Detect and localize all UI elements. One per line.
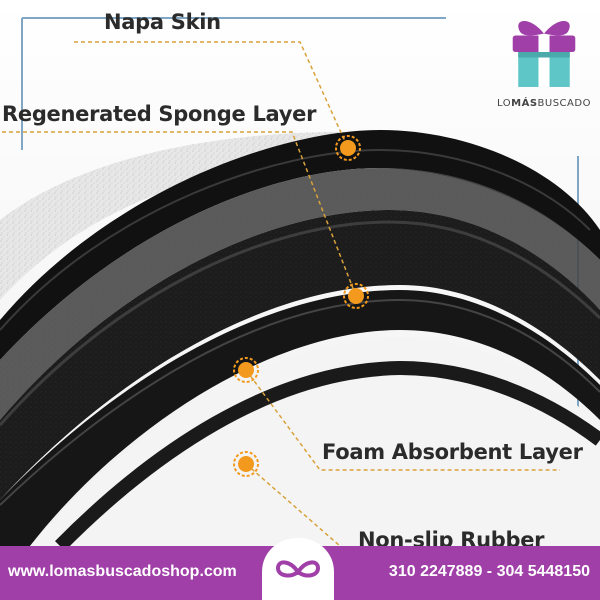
gift-icon [512, 20, 576, 87]
website-link[interactable]: www.lomasbuscadoshop.com [8, 563, 237, 580]
marker-rubber [233, 451, 259, 477]
phone-numbers: 310 2247889 - 304 5448150 [388, 563, 590, 580]
label-regenerated-sponge-layer: Regenerated Sponge Layer [2, 102, 317, 126]
label-napa-skin: Napa Skin [104, 10, 221, 34]
marker-napa [335, 135, 361, 161]
label-foam-absorbent-layer: Foam Absorbent Layer [322, 440, 583, 464]
brand-logo: LOMÁSBUSCADO [488, 6, 600, 118]
marker-foam [233, 357, 259, 383]
marker-sponge [343, 283, 369, 309]
brand-name: LOMÁSBUSCADO [497, 98, 591, 109]
bow-icon [262, 538, 334, 600]
